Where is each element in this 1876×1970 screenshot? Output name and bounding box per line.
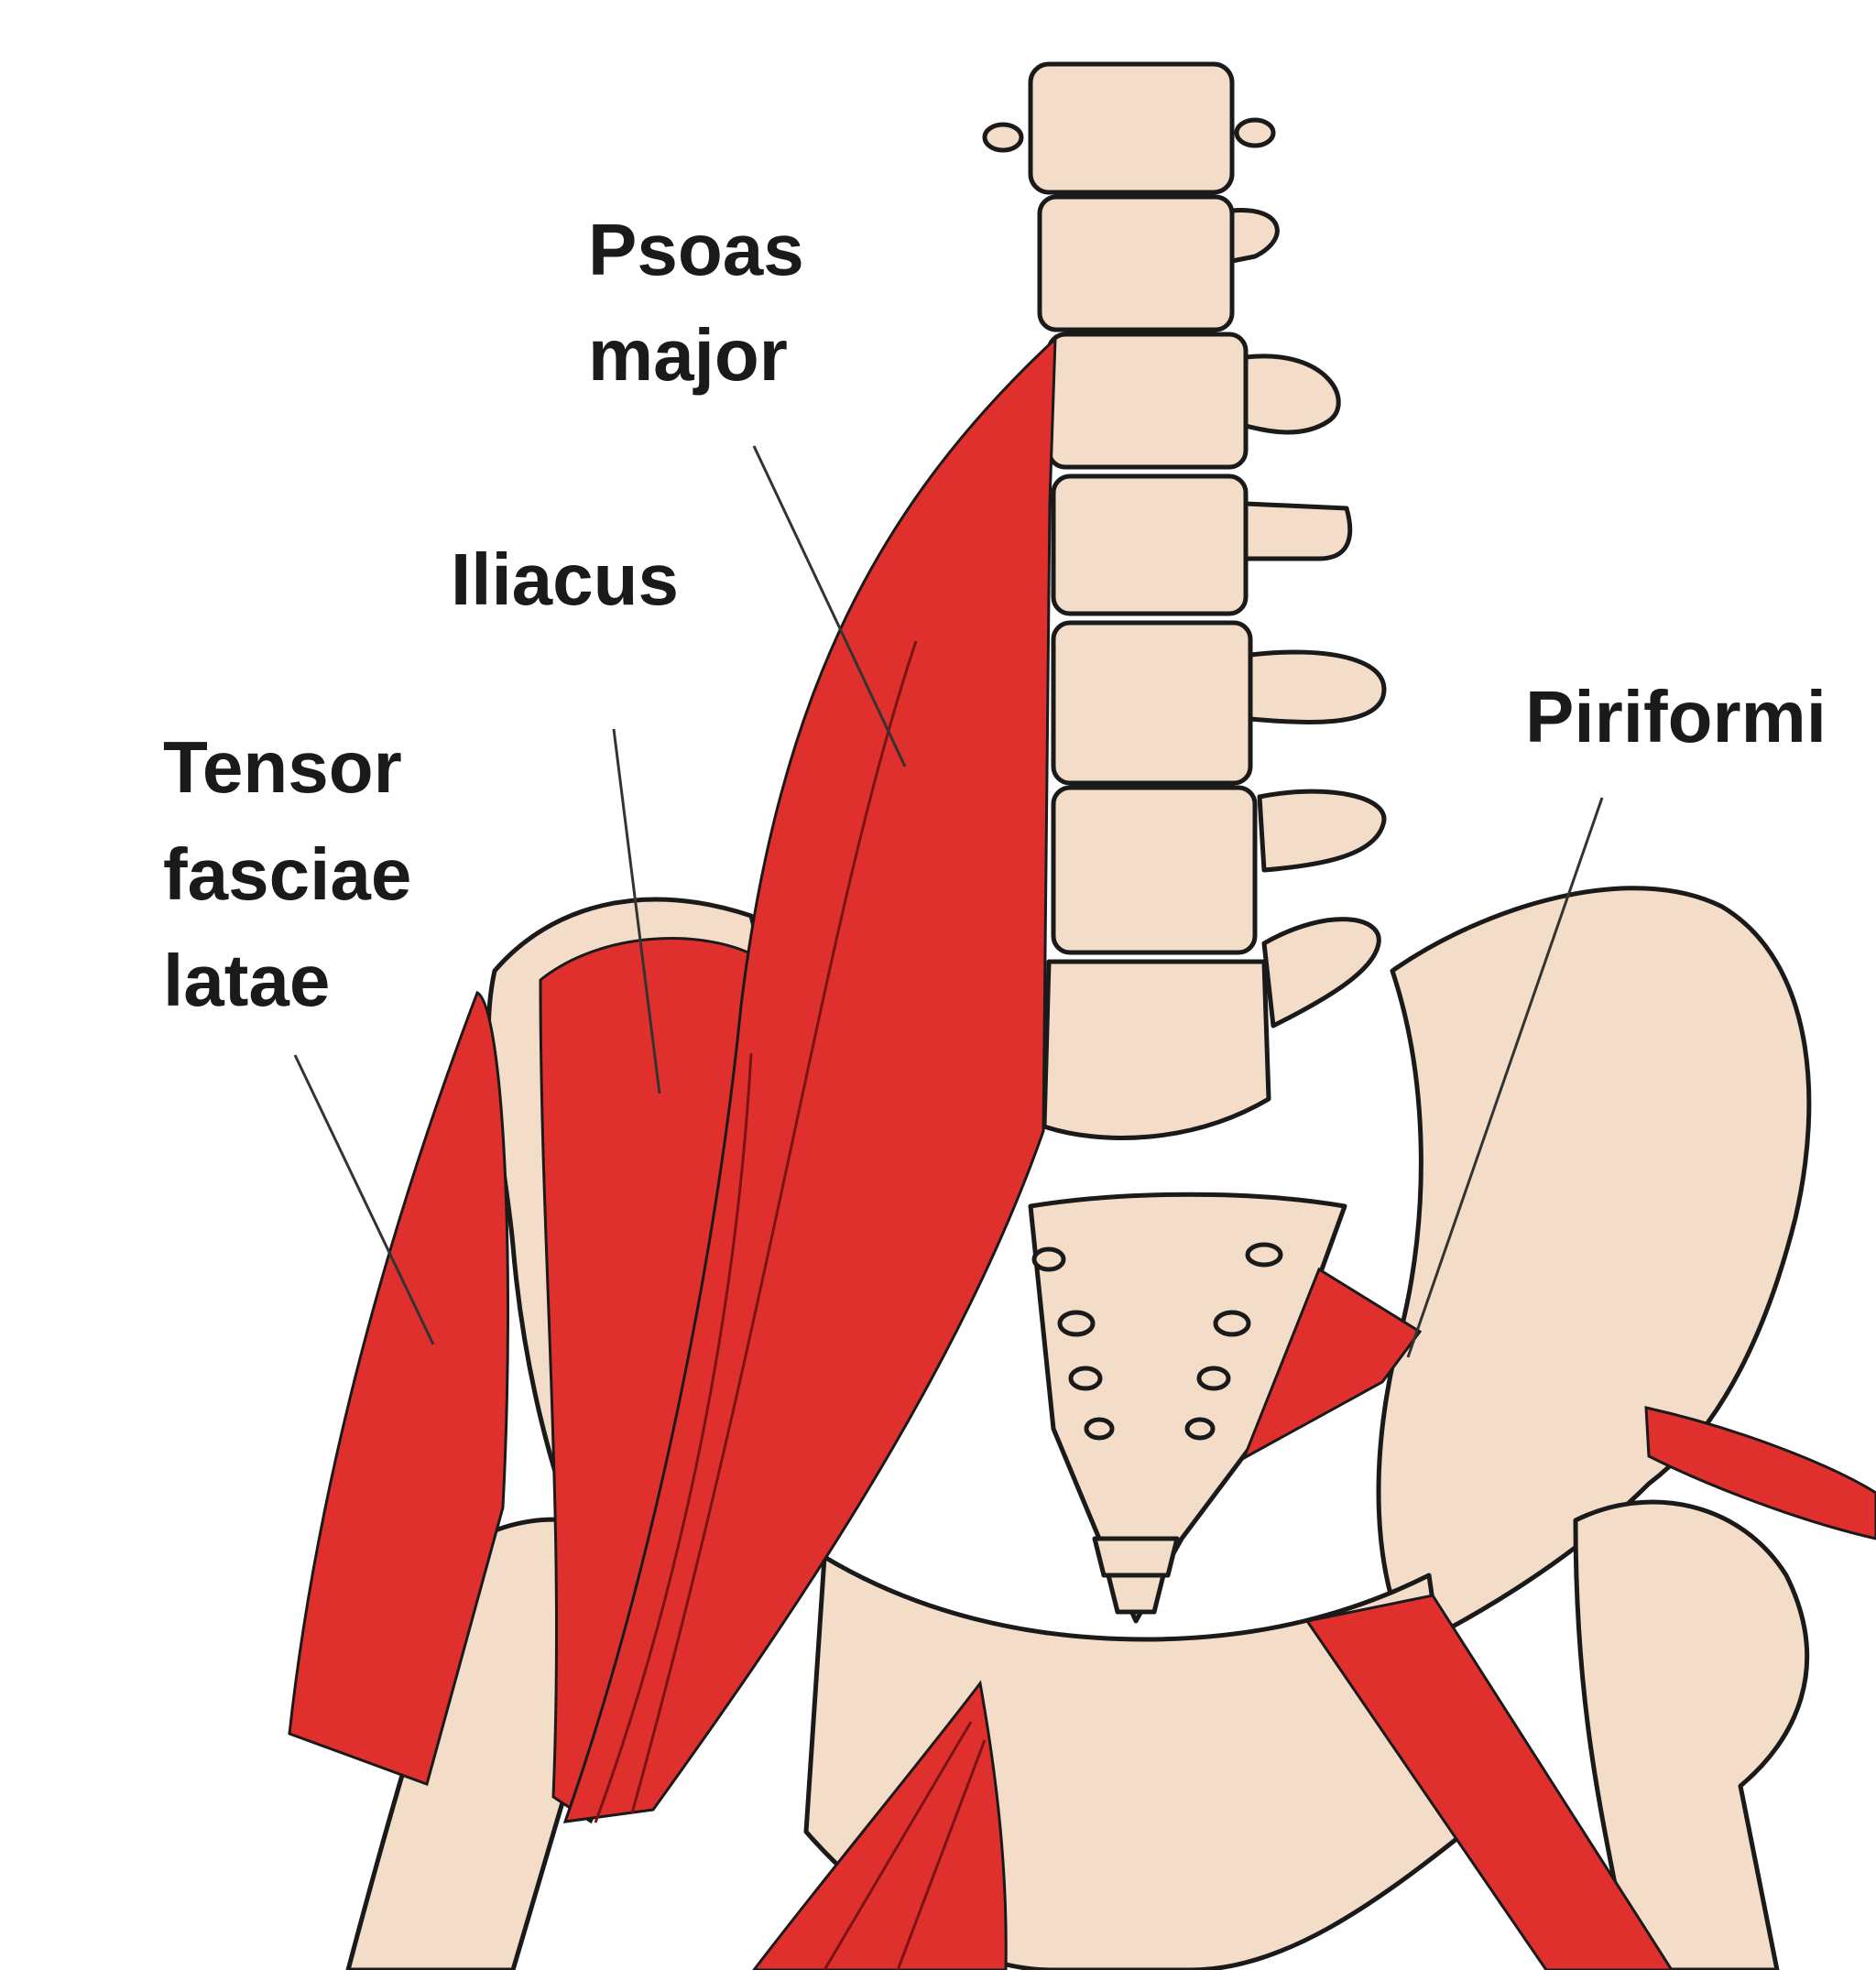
psoas-major-label: Psoas bbox=[588, 209, 804, 290]
vertebra bbox=[1028, 61, 1235, 195]
gluteal-muscle bbox=[1644, 1406, 1876, 1540]
piriformis-muscle bbox=[1241, 1267, 1423, 1462]
vertebra bbox=[1051, 473, 1249, 616]
tensor-fasciae-latae-label: Tensor bbox=[163, 726, 402, 808]
thigh-muscle bbox=[1304, 1594, 1674, 1970]
psoas-leader-line bbox=[752, 445, 907, 767]
adductor-muscles bbox=[752, 1680, 1008, 1970]
tensor-fasciae-latae-muscle bbox=[288, 990, 509, 1786]
piriformis-label: Piriformi bbox=[1525, 676, 1827, 757]
iliacus-label: Iliacus bbox=[451, 539, 679, 620]
sacrum bbox=[1028, 1192, 1347, 1624]
transverse-process bbox=[1257, 789, 1387, 873]
tensor-fasciae-latae-label: latae bbox=[163, 940, 330, 1021]
iliacus-leader-line bbox=[612, 728, 661, 1094]
tensor-fasciae-latae-label: fasciae bbox=[163, 833, 411, 915]
psoas-major-label: major bbox=[588, 314, 788, 396]
vertebra bbox=[1051, 620, 1253, 786]
vertebra bbox=[1051, 785, 1258, 955]
transverse-process bbox=[1243, 354, 1341, 435]
vertebra bbox=[1037, 194, 1235, 332]
sacrum-bone bbox=[1028, 1192, 1347, 1624]
vertebra bbox=[1042, 959, 1271, 1140]
transverse-process bbox=[1243, 501, 1353, 561]
transverse-process bbox=[1261, 917, 1381, 1029]
transverse-process bbox=[1229, 208, 1280, 264]
leader-lines bbox=[293, 445, 1604, 1358]
vertebra bbox=[1046, 332, 1249, 470]
transverse-process bbox=[1248, 649, 1387, 725]
piriformis-leader-line bbox=[1406, 797, 1604, 1358]
spine bbox=[982, 61, 1387, 1140]
right-femur bbox=[1573, 1499, 1810, 1970]
labels: Psoas major Iliacus Tensor fasciae latae… bbox=[163, 209, 1827, 1021]
tensor-leader-line bbox=[293, 1054, 435, 1345]
muscles bbox=[288, 335, 1876, 1970]
